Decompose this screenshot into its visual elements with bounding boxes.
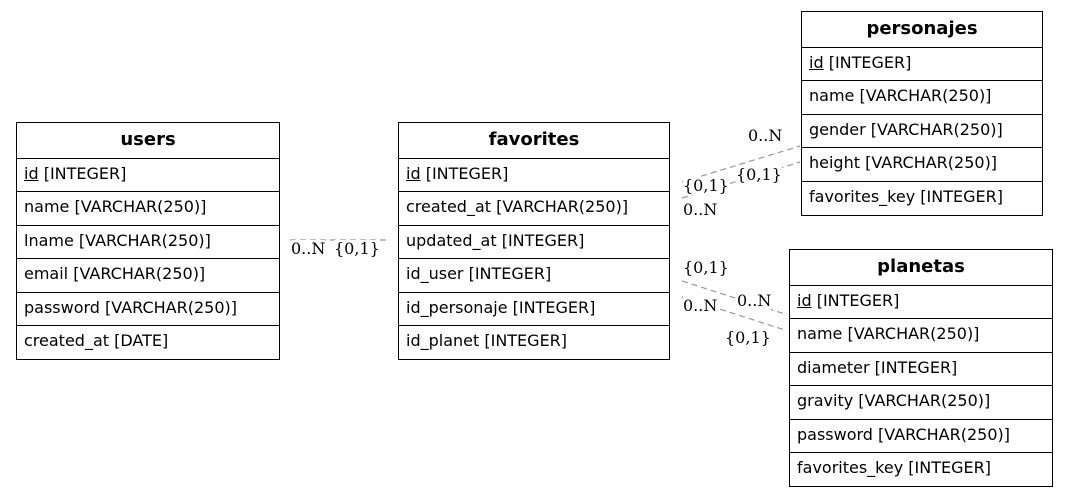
field-row: id_user [INTEGER] <box>399 259 669 293</box>
entity-title: planetas <box>790 250 1052 286</box>
entity-users[interactable]: users id [INTEGER] name [VARCHAR(250)] l… <box>16 122 280 361</box>
field-row: favorites_key [INTEGER] <box>809 186 1003 206</box>
primary-key: id <box>797 291 812 310</box>
field-row: gravity [VARCHAR(250)] <box>790 386 1052 420</box>
field-row: favorites_key [INTEGER] <box>797 457 991 477</box>
field-row: created_at [VARCHAR(250)] <box>399 192 669 226</box>
field-row: id_personaje [INTEGER] <box>399 293 669 326</box>
field-type: [INTEGER] <box>38 164 127 183</box>
field-row: diameter [INTEGER] <box>790 353 1052 387</box>
entity-favorites[interactable]: favorites id [INTEGER] created_at [VARCH… <box>398 122 670 361</box>
field-row: id [INTEGER] <box>399 159 669 193</box>
field-type: [INTEGER] <box>420 164 509 183</box>
field-row: created_at [DATE] <box>24 330 169 350</box>
cardinality-label: 0..N <box>737 291 772 310</box>
field-row: id_planet [INTEGER] <box>406 330 568 350</box>
field-row: lname [VARCHAR(250)] <box>17 226 279 260</box>
cardinality-label: 0..N <box>683 296 718 315</box>
field-type: [INTEGER] <box>823 53 912 72</box>
field-row: id [INTEGER] <box>802 48 1042 82</box>
cardinality-label: {0,1} <box>725 328 771 347</box>
field-row: height [VARCHAR(250)] <box>802 148 1042 182</box>
field-row: password [VARCHAR(250)] <box>17 293 279 326</box>
field-type: [INTEGER] <box>811 291 900 310</box>
field-row: updated_at [INTEGER] <box>399 226 669 260</box>
field-row: email [VARCHAR(250)] <box>17 259 279 293</box>
primary-key: id <box>406 164 421 183</box>
entity-title: personajes <box>802 12 1042 48</box>
cardinality-label: {0,1} <box>683 176 729 195</box>
primary-key: id <box>24 164 39 183</box>
field-row: name [VARCHAR(250)] <box>790 319 1052 353</box>
cardinality-label: {0,1} <box>334 239 380 258</box>
cardinality-label: 0..N <box>748 126 783 145</box>
field-row: name [VARCHAR(250)] <box>802 81 1042 115</box>
cardinality-label: {0,1} <box>683 258 729 277</box>
field-row: name [VARCHAR(250)] <box>17 192 279 226</box>
field-row: id [INTEGER] <box>17 159 279 193</box>
entity-title: favorites <box>399 123 669 159</box>
field-row: id [INTEGER] <box>790 286 1052 320</box>
cardinality-label: 0..N <box>683 200 718 219</box>
entity-personajes[interactable]: personajes id [INTEGER] name [VARCHAR(25… <box>801 11 1043 216</box>
field-row: password [VARCHAR(250)] <box>790 420 1052 453</box>
entity-title: users <box>17 123 279 159</box>
entity-planetas[interactable]: planetas id [INTEGER] name [VARCHAR(250)… <box>789 249 1053 488</box>
primary-key: id <box>809 53 824 72</box>
cardinality-label: {0,1} <box>736 165 782 184</box>
field-row: gender [VARCHAR(250)] <box>802 115 1042 149</box>
cardinality-label: 0..N <box>291 239 326 258</box>
